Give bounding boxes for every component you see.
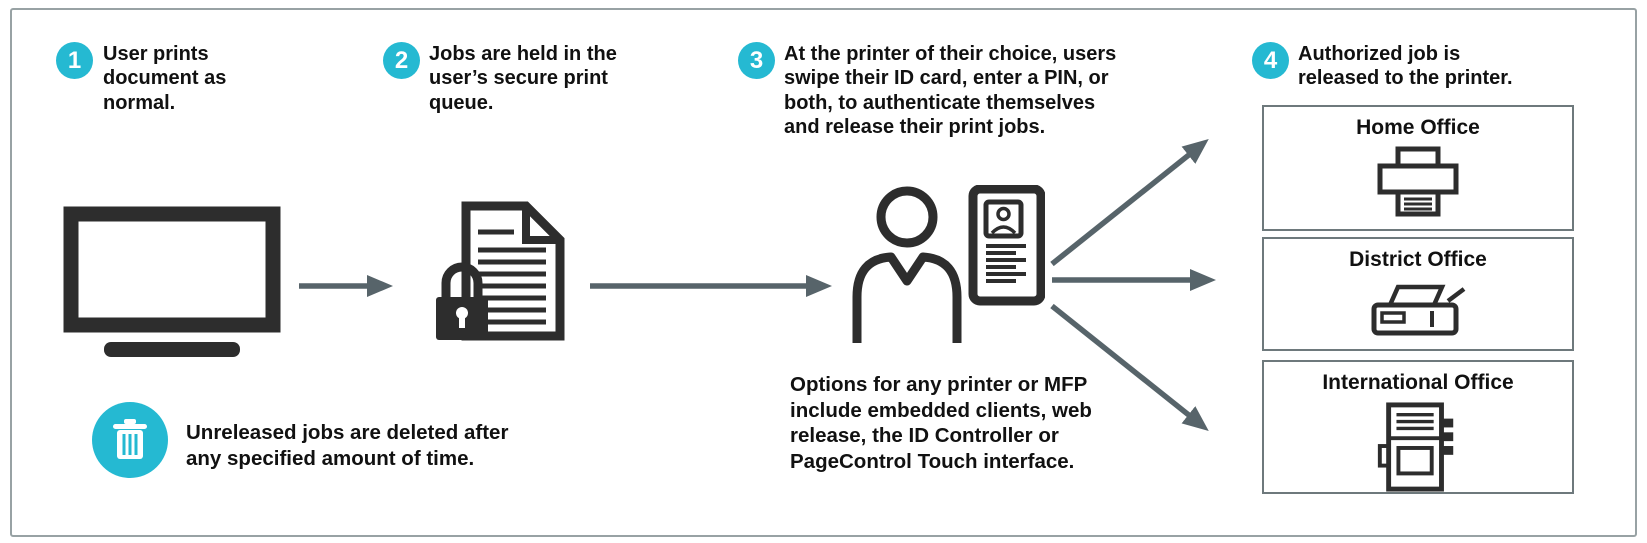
arrow-to-home-office bbox=[1050, 139, 1209, 267]
trash-can-icon bbox=[111, 419, 149, 461]
step-1-number: 1 bbox=[67, 46, 82, 74]
home-office-label: Home Office bbox=[1356, 116, 1480, 139]
secure-document-lock-icon bbox=[428, 198, 578, 348]
options-note: Options for any printer or MFP include e… bbox=[790, 373, 1092, 473]
step-4-text: Authorized job is released to the printe… bbox=[1298, 43, 1513, 90]
home-office-box: Home Office bbox=[1262, 105, 1574, 231]
district-office-label: District Office bbox=[1349, 248, 1487, 271]
district-office-box: District Office bbox=[1262, 237, 1574, 351]
step-4-number: 4 bbox=[1263, 46, 1278, 74]
arrow-monitor-to-queue bbox=[299, 275, 393, 297]
trash-badge bbox=[92, 402, 168, 478]
arrow-to-district-office bbox=[1052, 269, 1216, 291]
user-with-id-card-icon bbox=[845, 185, 1045, 345]
fax-machine-icon bbox=[1368, 278, 1468, 340]
copier-mfp-icon bbox=[1376, 401, 1460, 493]
step-3-number: 3 bbox=[749, 46, 764, 74]
desktop-printer-icon bbox=[1376, 146, 1460, 218]
arrow-queue-to-user bbox=[590, 275, 832, 297]
step-4-badge: 4 bbox=[1252, 42, 1289, 79]
step-3-text: At the printer of their choice, users sw… bbox=[784, 43, 1117, 139]
step-2-badge: 2 bbox=[383, 42, 420, 79]
step-3-badge: 3 bbox=[738, 42, 775, 79]
step-2-number: 2 bbox=[394, 46, 409, 74]
deletion-note: Unreleased jobs are deleted after any sp… bbox=[186, 421, 509, 470]
computer-monitor-icon bbox=[62, 205, 282, 360]
arrow-to-international-office bbox=[1050, 303, 1209, 431]
international-office-box: International Office bbox=[1262, 360, 1574, 494]
step-2-text: Jobs are held in the user’s secure print… bbox=[429, 43, 617, 114]
step-1-badge: 1 bbox=[56, 42, 93, 79]
international-office-label: International Office bbox=[1322, 371, 1514, 394]
step-1-text: User prints document as normal. bbox=[103, 43, 227, 114]
